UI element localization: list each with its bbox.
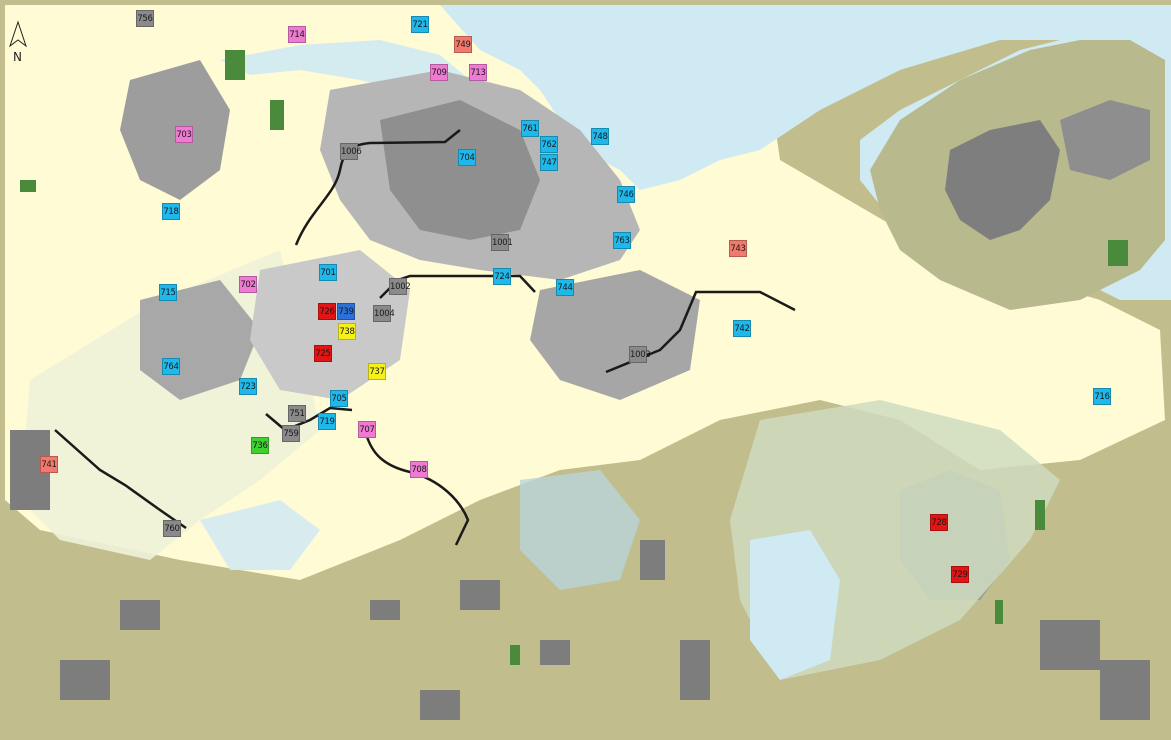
- station-marker-743[interactable]: 743: [729, 240, 747, 257]
- amsterdam-core: [380, 100, 540, 240]
- station-marker-746[interactable]: 746: [617, 186, 635, 203]
- station-marker-707[interactable]: 707: [358, 421, 376, 438]
- station-marker-747[interactable]: 747: [540, 154, 558, 171]
- station-marker-716[interactable]: 716: [1093, 388, 1111, 405]
- station-marker-739[interactable]: 739: [337, 303, 355, 320]
- route-760: [54, 429, 187, 530]
- station-marker-741[interactable]: 741: [40, 456, 58, 473]
- lake-west: [200, 500, 320, 570]
- station-marker-714[interactable]: 714: [288, 26, 306, 43]
- schiphol: [250, 250, 410, 400]
- flevoland-built-2: [1060, 100, 1150, 180]
- flevoland-built: [945, 120, 1060, 240]
- station-marker-1002[interactable]: 1002: [389, 278, 411, 295]
- station-marker-705[interactable]: 705: [330, 390, 348, 407]
- station-marker-723[interactable]: 723: [239, 378, 257, 395]
- route-1003: [605, 290, 796, 374]
- station-marker-708[interactable]: 708: [410, 461, 428, 478]
- station-marker-721[interactable]: 721: [411, 16, 429, 33]
- park-patches: [20, 50, 1128, 665]
- station-marker-715[interactable]: 715: [159, 284, 177, 301]
- station-marker-729[interactable]: 729: [951, 566, 969, 583]
- station-marker-736[interactable]: 736: [251, 437, 269, 454]
- station-marker-709[interactable]: 709: [430, 64, 448, 81]
- station-marker-703[interactable]: 703: [175, 126, 193, 143]
- station-marker-751[interactable]: 751: [288, 405, 306, 422]
- station-marker-760[interactable]: 760: [163, 520, 181, 537]
- north-arrow: N: [6, 20, 30, 66]
- station-marker-728[interactable]: 728: [930, 514, 948, 531]
- lake-southeast: [750, 530, 840, 680]
- station-marker-759[interactable]: 759: [282, 425, 300, 442]
- water-ij: [220, 40, 480, 120]
- station-marker-1004[interactable]: 1004: [373, 305, 395, 322]
- station-marker-718[interactable]: 718: [162, 203, 180, 220]
- station-marker-702[interactable]: 702: [239, 276, 257, 293]
- station-marker-725[interactable]: 725: [314, 345, 332, 362]
- route-lines: [54, 129, 796, 546]
- route-1006: [294, 129, 461, 246]
- station-marker-744[interactable]: 744: [556, 279, 574, 296]
- station-marker-764[interactable]: 764: [162, 358, 180, 375]
- station-marker-724[interactable]: 724: [493, 268, 511, 285]
- station-marker-713[interactable]: 713: [469, 64, 487, 81]
- station-marker-761[interactable]: 761: [521, 120, 539, 137]
- station-marker-1003[interactable]: 1003: [629, 346, 651, 363]
- route-759: [265, 406, 353, 432]
- station-marker-1001[interactable]: 1001: [491, 234, 513, 251]
- north-label: N: [13, 50, 22, 64]
- station-marker-726[interactable]: 726: [318, 303, 336, 320]
- station-marker-742[interactable]: 742: [733, 320, 751, 337]
- station-marker-763[interactable]: 763: [613, 232, 631, 249]
- station-marker-748[interactable]: 748: [591, 128, 609, 145]
- lake-south: [520, 470, 640, 590]
- station-marker-701[interactable]: 701: [319, 264, 337, 281]
- southeast-built: [530, 270, 700, 400]
- station-marker-737[interactable]: 737: [368, 363, 386, 380]
- station-marker-719[interactable]: 719: [318, 413, 336, 430]
- station-marker-756[interactable]: 756: [136, 10, 154, 27]
- station-marker-1006[interactable]: 1006: [340, 143, 362, 160]
- station-marker-749[interactable]: 749: [454, 36, 472, 53]
- station-marker-762[interactable]: 762: [540, 136, 558, 153]
- station-marker-738[interactable]: 738: [338, 323, 356, 340]
- north-arrow-icon: [9, 20, 27, 48]
- station-marker-704[interactable]: 704: [458, 149, 476, 166]
